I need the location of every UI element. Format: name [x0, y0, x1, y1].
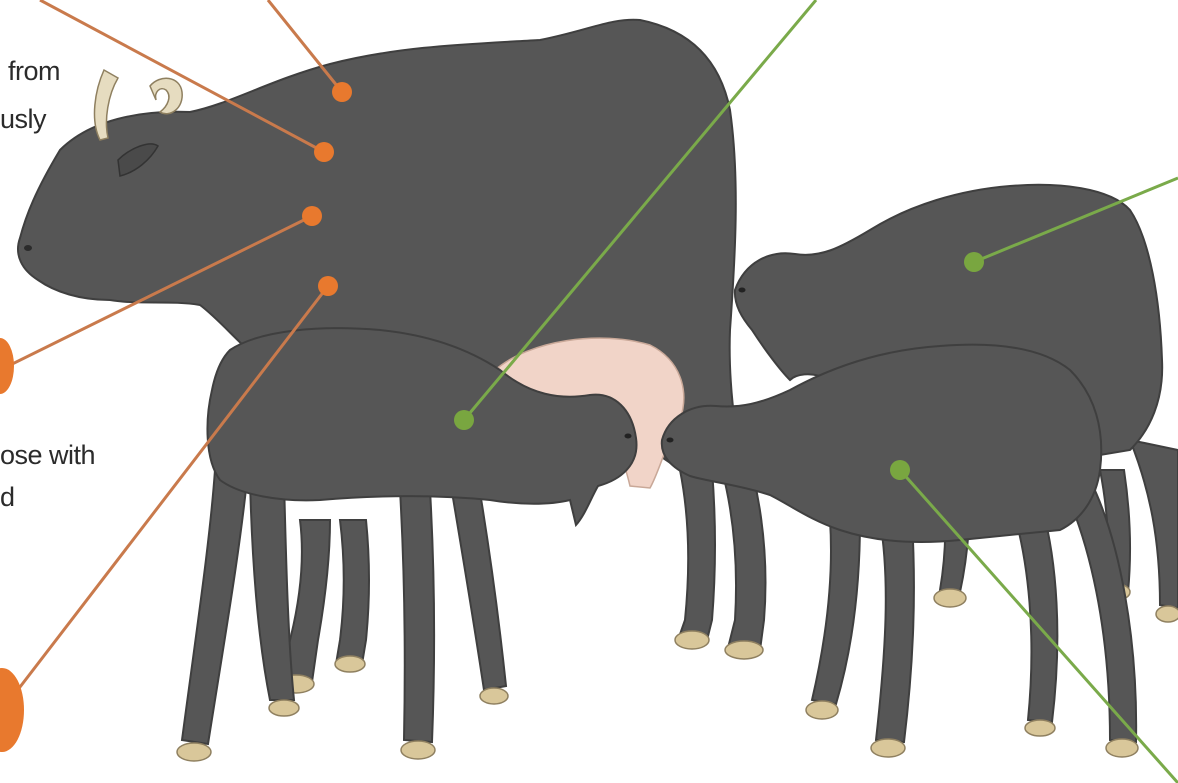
horn-right: [150, 78, 182, 113]
callout-text-middle-line1: ose with: [0, 440, 95, 471]
callout-text-top-line1: from: [8, 56, 60, 87]
callout-text-top-line2: usly: [0, 104, 46, 135]
calf-right-front: [662, 345, 1138, 757]
callout-text-middle-line2: d: [0, 482, 15, 513]
adult-nostril: [24, 245, 32, 251]
orange-edge-markers: [0, 338, 24, 752]
